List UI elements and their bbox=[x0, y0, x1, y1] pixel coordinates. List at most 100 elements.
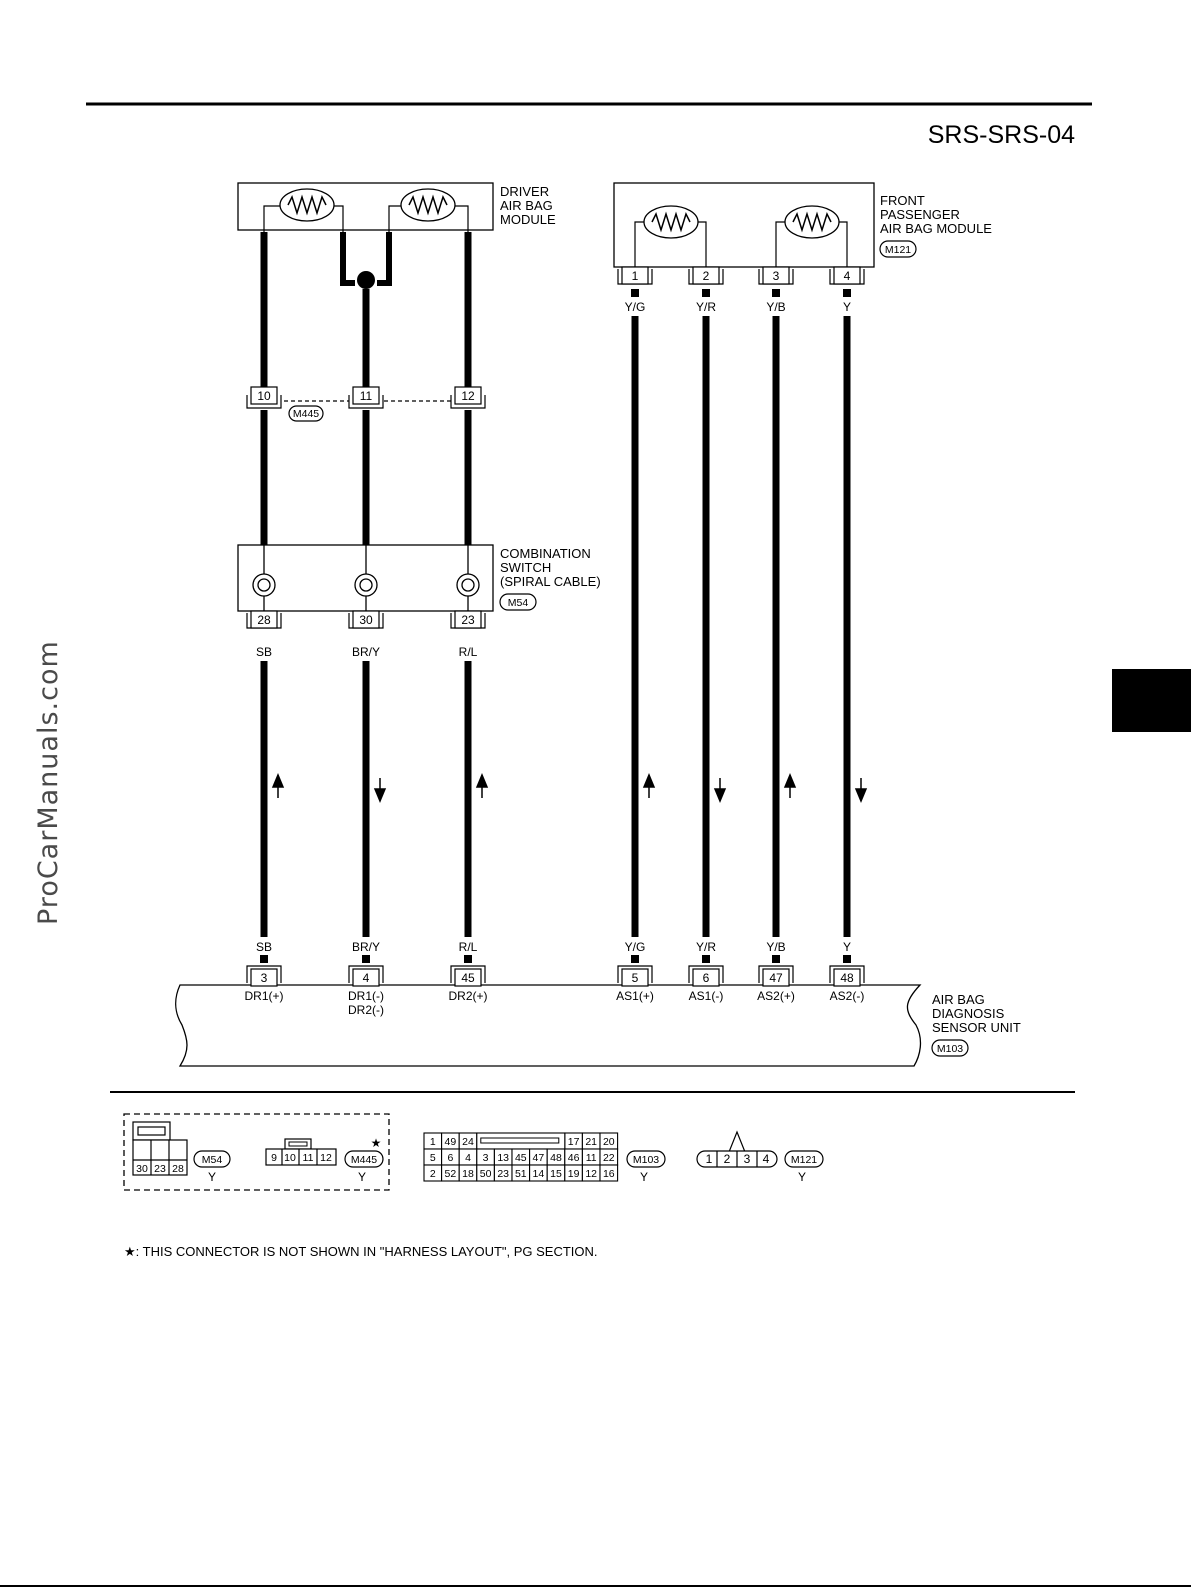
passenger-air-bag-module: FRONT PASSENGER AIR BAG MODULE M121 bbox=[613, 182, 992, 268]
m121-pin-1-label: 1 bbox=[632, 269, 639, 283]
m445-pin-10: 10 bbox=[246, 386, 282, 409]
m54-pin-30: 30 BR/Y bbox=[348, 610, 384, 659]
m54-connector-view: 30 23 28 M54 Y bbox=[132, 1121, 231, 1184]
driver-module-label-2: AIR BAG bbox=[500, 198, 553, 213]
m445-pin-10-label: 10 bbox=[257, 389, 271, 403]
m121-pin-2: 2 Y/R bbox=[688, 266, 724, 314]
m445-pin-11-label: 11 bbox=[360, 389, 373, 403]
m445-view-color: Y bbox=[358, 1170, 366, 1184]
footnote: ★: THIS CONNECTOR IS NOT SHOWN IN "HARNE… bbox=[124, 1244, 598, 1259]
m445-face-pin-12: 12 bbox=[320, 1152, 332, 1164]
passenger-current-arrows bbox=[642, 773, 868, 803]
m103-face-pin: 51 bbox=[515, 1168, 527, 1180]
m103-latch bbox=[480, 1137, 560, 1144]
wire-yg-upper: Y/G bbox=[625, 300, 646, 314]
m103-pin-48: Y 48 AS2(-) bbox=[829, 940, 865, 1003]
driver-module-label-1: DRIVER bbox=[500, 184, 549, 199]
shorting-bar bbox=[340, 232, 392, 289]
m103-badge: M103 bbox=[937, 1043, 963, 1055]
m103-face-pin: 20 bbox=[603, 1136, 615, 1148]
signal-dr1-plus: DR1(+) bbox=[244, 989, 283, 1003]
diagnosis-sensor-unit: AIR BAG DIAGNOSIS SENSOR UNIT M103 bbox=[175, 984, 1021, 1067]
m103-pin-4-label: 4 bbox=[363, 971, 370, 985]
wire-sb-lower: SB bbox=[256, 940, 272, 954]
m103-face-pin: 24 bbox=[462, 1136, 474, 1148]
combination-switch-label-2: SWITCH bbox=[500, 560, 551, 575]
m103-view-color: Y bbox=[640, 1170, 648, 1184]
m103-pin-5-label: 5 bbox=[632, 971, 639, 985]
m121-pin-2-label: 2 bbox=[703, 269, 710, 283]
sensor-unit-label-2: DIAGNOSIS bbox=[932, 1006, 1005, 1021]
m121-module-pins: 1 Y/G 2 Y/R 3 Y/B 4 Y bbox=[617, 266, 865, 314]
m445-face-pin-10: 10 bbox=[284, 1152, 296, 1164]
passenger-module-label-3: AIR BAG MODULE bbox=[880, 221, 992, 236]
m121-connector-view: 1 2 3 4 M121 Y bbox=[696, 1130, 824, 1184]
sensor-unit-label-1: AIR BAG bbox=[932, 992, 985, 1007]
m103-face-pin: 15 bbox=[550, 1168, 562, 1180]
m54-view-color: Y bbox=[208, 1170, 216, 1184]
m54-face-pin-3: 28 bbox=[172, 1163, 184, 1175]
m103-face-pin: 6 bbox=[447, 1152, 453, 1164]
driver-squib-2 bbox=[388, 188, 469, 232]
m103-pin-4: BR/Y 4 DR1(-) DR2(-) bbox=[348, 940, 384, 1017]
wire-y-upper: Y bbox=[843, 300, 851, 314]
m103-face-pin: 3 bbox=[483, 1152, 489, 1164]
m54-badge: M54 bbox=[508, 597, 529, 609]
combination-switch-label-1: COMBINATION bbox=[500, 546, 591, 561]
m445-view-mark: ★ bbox=[371, 1136, 382, 1150]
signal-dr2-minus: DR2(-) bbox=[348, 1003, 384, 1017]
m445-badge: M445 bbox=[293, 408, 319, 420]
m103-face-pin: 45 bbox=[515, 1152, 527, 1164]
m103-pin-3-label: 3 bbox=[261, 971, 268, 985]
m103-face-pin: 18 bbox=[462, 1168, 474, 1180]
wire-bry-upper: BR/Y bbox=[352, 645, 380, 659]
m103-pin-6-label: 6 bbox=[703, 971, 710, 985]
m54-face-pin-1: 30 bbox=[136, 1163, 148, 1175]
m121-view-badge: M121 bbox=[791, 1154, 817, 1166]
m103-face-pin: 17 bbox=[568, 1136, 580, 1148]
m103-face-pin: 49 bbox=[445, 1136, 457, 1148]
signal-as2-plus: AS2(+) bbox=[757, 989, 795, 1003]
m103-face-pin: 16 bbox=[603, 1168, 615, 1180]
m103-face-pin: 22 bbox=[603, 1152, 615, 1164]
m103-face-pin: 52 bbox=[445, 1168, 457, 1180]
m103-pin-5: Y/G 5 AS1(+) bbox=[616, 940, 654, 1003]
joint-connector-m445: 10 11 12 M445 bbox=[246, 386, 486, 422]
driver-squib-1 bbox=[263, 188, 344, 232]
wire-yr-lower: Y/R bbox=[696, 940, 716, 954]
page-title: SRS-SRS-04 bbox=[928, 121, 1075, 149]
m121-view-color: Y bbox=[798, 1170, 806, 1184]
wire-sb-upper: SB bbox=[256, 645, 272, 659]
driver-harness bbox=[260, 232, 472, 545]
m54-switch-pins: 28 SB 30 BR/Y 23 R/L bbox=[246, 610, 486, 659]
m121-face-pin-2: 2 bbox=[724, 1152, 731, 1166]
m121-pin-3: 3 Y/B bbox=[758, 266, 794, 314]
m103-face-pin: 14 bbox=[533, 1168, 545, 1180]
m103-face-pin: 2 bbox=[430, 1168, 436, 1180]
section-tab bbox=[1112, 669, 1191, 732]
m54-pin-23: 23 R/L bbox=[450, 610, 486, 659]
m103-pin-45: R/L 45 DR2(+) bbox=[448, 940, 487, 1003]
m121-face-pin-3: 3 bbox=[744, 1152, 751, 1166]
m54-pin-28: 28 SB bbox=[246, 610, 282, 659]
wire-yg-lower: Y/G bbox=[625, 940, 646, 954]
m54-face-pin-2: 23 bbox=[154, 1163, 166, 1175]
signal-as1-plus: AS1(+) bbox=[616, 989, 654, 1003]
passenger-squib-1 bbox=[634, 205, 707, 267]
m54-pin-23-label: 23 bbox=[461, 613, 475, 627]
combination-switch-label-3: (SPIRAL CABLE) bbox=[500, 574, 601, 589]
m54-pin-30-label: 30 bbox=[359, 613, 373, 627]
passenger-module-label-1: FRONT bbox=[880, 193, 925, 208]
signal-as2-minus: AS2(-) bbox=[830, 989, 865, 1003]
combination-switch: COMBINATION SWITCH (SPIRAL CABLE) M54 bbox=[237, 544, 601, 612]
m103-face-pin: 4 bbox=[465, 1152, 471, 1164]
driver-module-label-3: MODULE bbox=[500, 212, 556, 227]
wire-yr-upper: Y/R bbox=[696, 300, 716, 314]
m103-face-pin: 48 bbox=[550, 1152, 562, 1164]
driver-current-arrows bbox=[271, 773, 489, 803]
passenger-harness bbox=[631, 316, 851, 937]
m121-pin-4: 4 Y bbox=[829, 266, 865, 314]
m103-driver-pins: SB 3 DR1(+) BR/Y 4 DR1(-) DR2(-) R/L 45 … bbox=[244, 940, 487, 1017]
m103-pin-47-label: 47 bbox=[769, 971, 783, 985]
driver-air-bag-module: DRIVER AIR BAG MODULE bbox=[237, 182, 556, 232]
